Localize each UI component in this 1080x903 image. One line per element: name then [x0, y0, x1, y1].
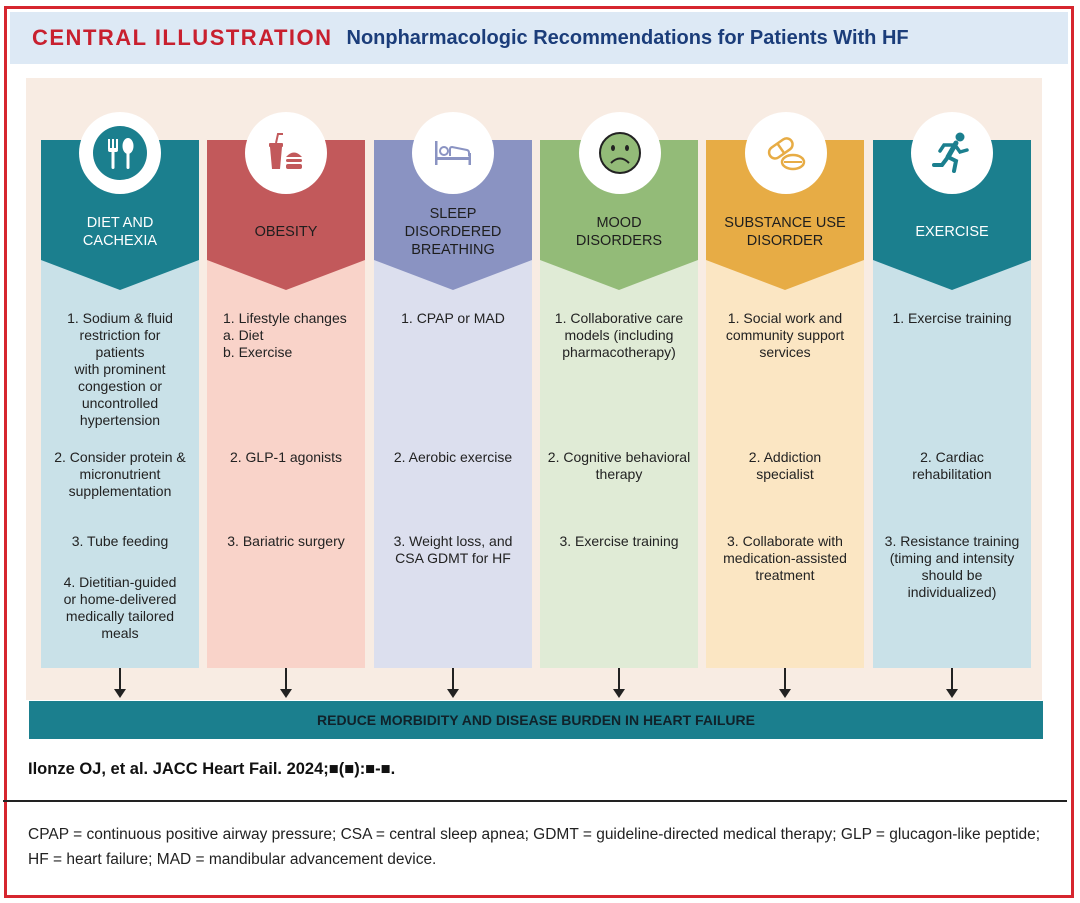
icon-badge — [745, 112, 827, 194]
column-title: SUBSTANCE USE DISORDER — [724, 215, 846, 249]
recommendation-item: 2. GLP-1 agonists — [229, 449, 343, 465]
recommendation-item: 1. Sodium & fluid restriction for patien… — [67, 310, 173, 428]
down-arrow — [613, 668, 625, 698]
runner-icon — [932, 132, 969, 173]
recommendation-item: 1. CPAP or MAD — [401, 310, 505, 326]
recommendation-item: 2. Cognitive behavioral therapy — [547, 449, 691, 482]
recommendation-item: 3. Collaborate with medication-assisted … — [723, 533, 847, 583]
column-title: OBESITY — [254, 224, 318, 240]
header-bar: CENTRAL ILLUSTRATION Nonpharmacologic Re… — [10, 12, 1068, 64]
abbreviations-footnote: CPAP = continuous positive airway pressu… — [28, 826, 1041, 868]
recommendation-item: 1. Social work and community support ser… — [725, 310, 845, 360]
column-obesity: OBESITY 1. Lifestyle changes a. Diet b. … — [207, 140, 365, 668]
recommendation-item: 1. Collaborative care models (including … — [554, 310, 684, 360]
header-label: CENTRAL ILLUSTRATION — [32, 25, 333, 50]
outcome-bar: REDUCE MORBIDITY AND DISEASE BURDEN IN H… — [29, 701, 1043, 739]
header-title: Nonpharmacologic Recommendations for Pat… — [346, 26, 909, 49]
icon-badge — [245, 112, 327, 194]
column-diet-cachexia: DIET AND CACHEXIA 1. Sodium & fluid rest… — [41, 140, 199, 668]
recommendation-item: 2. Addiction specialist — [748, 449, 822, 482]
recommendation-item: 3. Bariatric surgery — [227, 533, 345, 549]
column-title: DIET AND CACHEXIA — [82, 215, 158, 249]
down-arrow — [946, 668, 958, 698]
column-mood-disorders: MOOD DISORDERS 1. Collaborative care mod… — [540, 140, 698, 668]
bed-icon — [435, 141, 471, 165]
icon-badge — [79, 112, 161, 194]
recommendation-item: 2. Cardiac rehabilitation — [912, 449, 992, 482]
recommendation-item: 4. Dietitian-guided or home-delivered me… — [63, 574, 177, 641]
recommendation-item: 2. Consider protein & micronutrient supp… — [54, 449, 186, 499]
icon-badge — [911, 112, 993, 194]
recommendation-item: 2. Aerobic exercise — [393, 449, 513, 465]
down-arrow — [779, 668, 791, 698]
fork-spoon-icon — [93, 126, 147, 180]
recommendation-item: 3. Tube feeding — [71, 533, 169, 549]
column-title: MOOD DISORDERS — [575, 215, 663, 249]
column-title: EXERCISE — [915, 224, 989, 240]
down-arrow — [280, 668, 292, 698]
recommendation-item: 3. Weight loss, and CSA GDMT for HF — [393, 533, 513, 566]
icon-badge — [579, 112, 661, 194]
sad-face-icon — [599, 132, 641, 174]
column-title: SLEEP DISORDERED BREATHING — [404, 206, 502, 258]
recommendation-item: 3. Exercise training — [559, 533, 679, 549]
recommendation-item: 1. Lifestyle changes a. Diet b. Exercise — [223, 310, 347, 360]
icon-badge — [412, 112, 494, 194]
divider — [3, 800, 1067, 802]
recommendation-item: 1. Exercise training — [892, 310, 1012, 326]
down-arrow — [447, 668, 459, 698]
down-arrow — [114, 668, 126, 698]
citation: Ilonze OJ, et al. JACC Heart Fail. 2024;… — [28, 760, 396, 778]
column-sleep-breathing: SLEEP DISORDERED BREATHING 1. CPAP or MA… — [374, 140, 532, 668]
column-substance-use: SUBSTANCE USE DISORDER 1. Social work an… — [706, 140, 864, 668]
pills-icon — [767, 137, 806, 171]
fast-food-icon — [269, 133, 302, 169]
column-exercise: EXERCISE 1. Exercise training 2. Cardiac… — [873, 140, 1031, 668]
recommendation-item: 3. Resistance training (timing and inten… — [884, 533, 1020, 600]
